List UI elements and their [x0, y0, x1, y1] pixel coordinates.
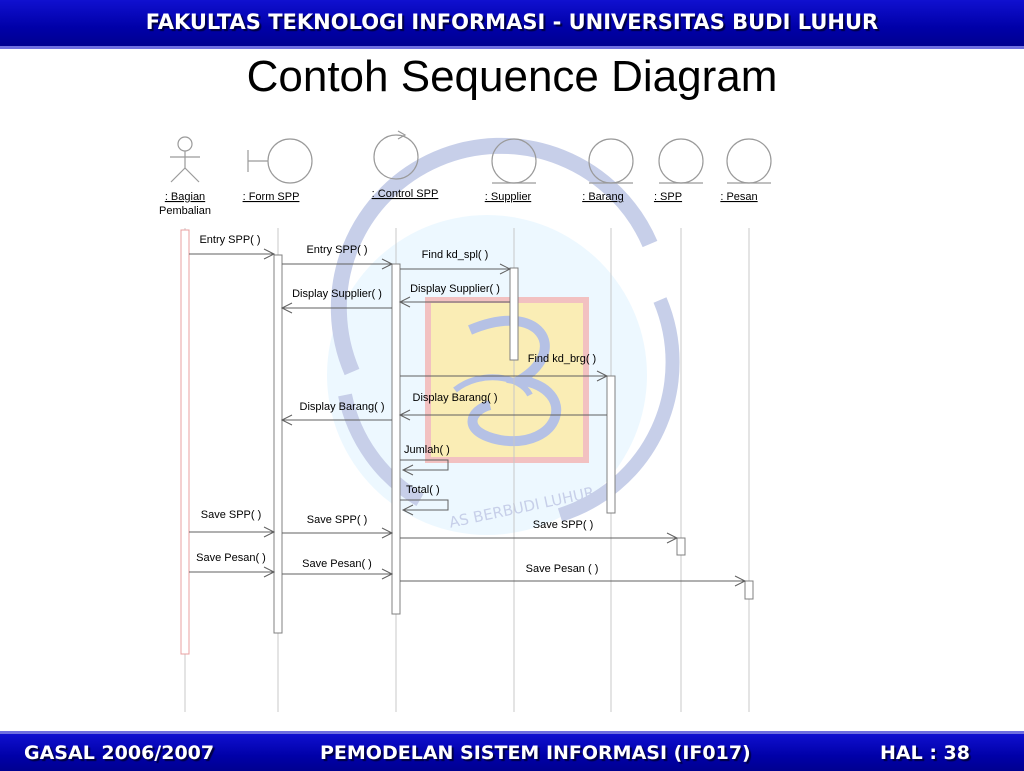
- arrowhead: [666, 532, 679, 544]
- participant-name: : Supplier: [485, 191, 532, 203]
- header-title: FAKULTAS TEKNOLOGI INFORMASI - UNIVERSIT…: [145, 10, 879, 34]
- self-message-arrow: [400, 459, 449, 471]
- activation-bar: [744, 580, 754, 600]
- arrowhead: [398, 296, 411, 308]
- message-label: Save Pesan ( ): [526, 563, 599, 575]
- arrowhead: [381, 568, 394, 580]
- self-message-arrow: [400, 499, 449, 511]
- header-bar: FAKULTAS TEKNOLOGI INFORMASI - UNIVERSIT…: [0, 0, 1024, 49]
- message-label: Entry SPP( ): [306, 244, 367, 256]
- participant-name: : Form SPP: [243, 191, 300, 203]
- arrowhead: [263, 248, 276, 260]
- message-14: Save Pesan( ): [189, 552, 276, 578]
- message-label: Total( ): [406, 484, 440, 496]
- message-11: Save SPP( ): [189, 509, 276, 538]
- message-8: Display Barang( ): [280, 401, 392, 426]
- message-label: Display Barang( ): [413, 392, 498, 404]
- participant-name: : Control SPP: [372, 188, 439, 200]
- message-4: Display Supplier( ): [398, 283, 510, 308]
- activation-bar: [606, 375, 616, 514]
- message-3: Find kd_spl( ): [400, 249, 512, 275]
- participant-name: : Barang: [582, 191, 624, 203]
- entity-icon: [588, 138, 634, 184]
- message-label: Save SPP( ): [307, 514, 368, 526]
- message-label: Save SPP( ): [201, 509, 262, 521]
- message-label: Find kd_brg( ): [528, 353, 596, 365]
- participant-2: : Form SPP: [243, 138, 313, 203]
- entity-icon: [491, 138, 537, 184]
- participant-4: : Supplier: [485, 138, 537, 203]
- actor-icon: [170, 136, 200, 183]
- university-logo-watermark: AS BERBUDI LUHUR: [327, 137, 680, 535]
- message-label: Display Barang( ): [300, 401, 385, 413]
- activation-bar: [180, 229, 190, 655]
- participant-name: : Pesan: [720, 191, 757, 203]
- participant-5: : Barang: [582, 138, 634, 203]
- message-7: Display Barang( ): [398, 392, 607, 421]
- activation-bar: [273, 254, 283, 634]
- slide-title: Contoh Sequence Diagram: [246, 52, 778, 101]
- participant-name: : Bagian: [165, 191, 205, 203]
- footer-course: PEMODELAN SISTEM INFORMASI (IF017): [320, 742, 751, 764]
- message-15: Save Pesan( ): [282, 558, 394, 580]
- arrowhead: [280, 414, 293, 426]
- message-label: Save Pesan( ): [196, 552, 266, 564]
- participant-name-line2: Pembalian: [159, 205, 211, 217]
- participant-7: : Pesan: [720, 138, 772, 203]
- message-5: Display Supplier( ): [280, 288, 392, 314]
- participant-name: : SPP: [654, 191, 682, 203]
- entity-icon: [726, 138, 772, 184]
- arrowhead: [263, 566, 276, 578]
- message-label: Display Supplier( ): [410, 283, 500, 295]
- arrowhead: [398, 409, 411, 421]
- arrowhead: [381, 527, 394, 539]
- arrowhead: [499, 263, 512, 275]
- boundary-icon: [247, 138, 313, 184]
- arrowhead: [263, 526, 276, 538]
- message-label: Save Pesan( ): [302, 558, 372, 570]
- participant-6: : SPP: [654, 138, 704, 203]
- arrowhead: [734, 575, 747, 587]
- message-label: Entry SPP( ): [199, 234, 260, 246]
- message-10: Total( ): [400, 484, 449, 516]
- message-12: Save SPP( ): [282, 514, 394, 539]
- message-16: Save Pesan ( ): [400, 563, 747, 587]
- message-1: Entry SPP( ): [189, 234, 276, 260]
- message-label: Jumlah( ): [404, 444, 450, 456]
- activation-bar: [676, 537, 686, 556]
- message-9: Jumlah( ): [400, 444, 450, 476]
- arrowhead: [280, 302, 293, 314]
- message-6: Find kd_brg( ): [400, 353, 609, 382]
- participant-3: : Control SPP: [372, 130, 439, 200]
- footer-page: HAL : 38: [880, 742, 970, 764]
- footer-bar: GASAL 2006/2007 PEMODELAN SISTEM INFORMA…: [0, 731, 1024, 771]
- message-13: Save SPP( ): [400, 519, 679, 544]
- activation-bar: [391, 263, 401, 615]
- message-2: Entry SPP( ): [282, 244, 394, 270]
- message-label: Find kd_spl( ): [422, 249, 489, 261]
- entity-icon: [658, 138, 704, 184]
- arrowhead: [381, 258, 394, 270]
- message-label: Save SPP( ): [533, 519, 594, 531]
- footer-semester: GASAL 2006/2007: [24, 742, 215, 764]
- arrowhead: [596, 370, 609, 382]
- control-icon: [373, 130, 419, 180]
- activation-bar: [509, 267, 519, 361]
- message-label: Display Supplier( ): [292, 288, 382, 300]
